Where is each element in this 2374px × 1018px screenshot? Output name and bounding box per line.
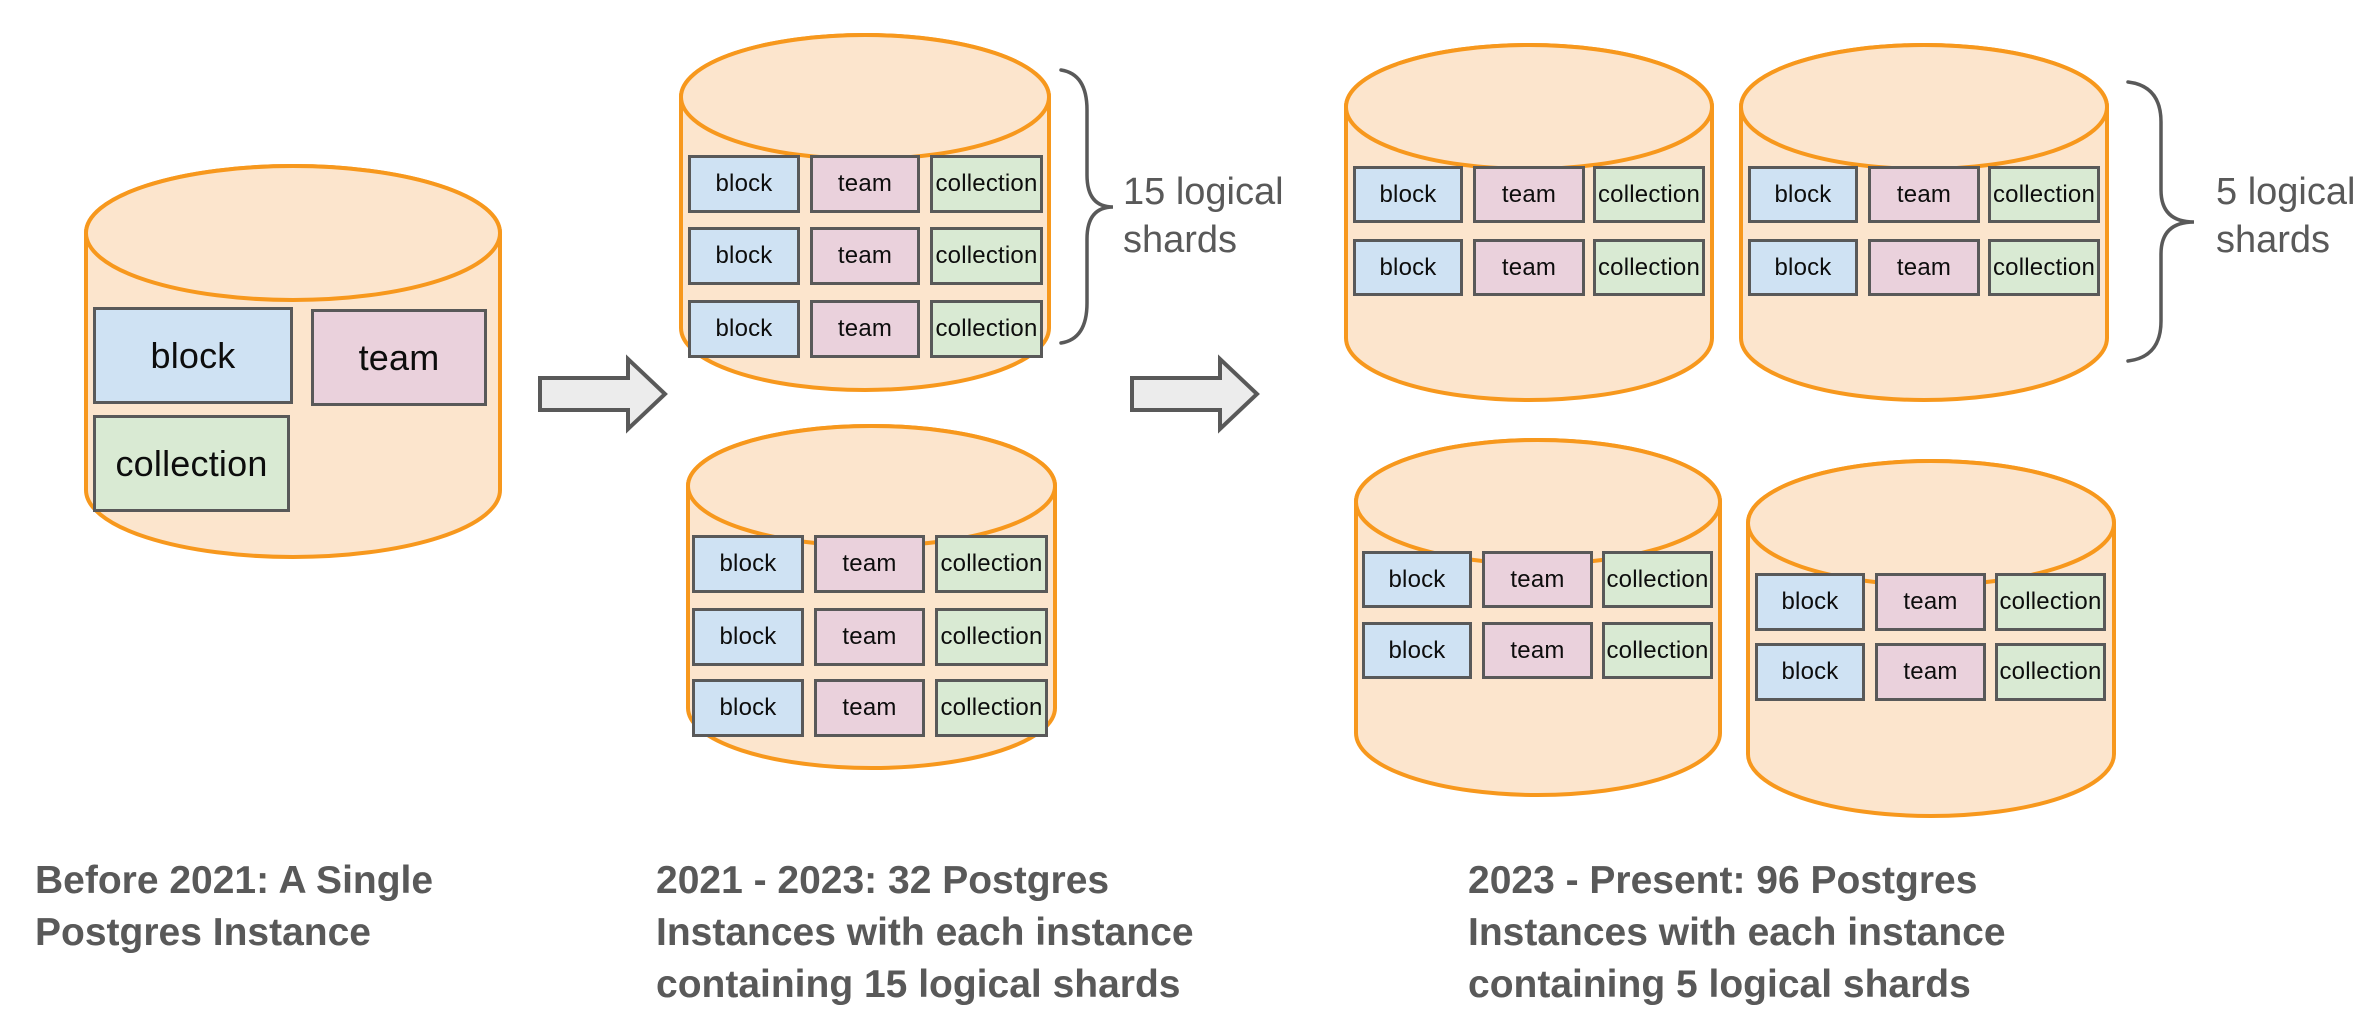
table-box-team: team [814, 535, 925, 593]
table-box-collection: collection [1602, 622, 1713, 679]
stage-caption-before-2021: Before 2021: A Single Postgres Instance [35, 859, 434, 954]
table-box-block: block [692, 535, 804, 593]
table-box-collection: collection [1988, 239, 2100, 296]
table-box-collection: collection [930, 227, 1043, 285]
table-box-collection: collection [93, 415, 290, 512]
table-box-collection: collection [1593, 239, 1705, 296]
curly-brace-5-shards [2126, 80, 2195, 363]
table-box-team: team [1875, 643, 1986, 701]
table-box-block: block [1748, 239, 1858, 296]
table-box-team: team [1473, 166, 1585, 223]
table-box-collection: collection [935, 608, 1048, 666]
table-box-block: block [1755, 643, 1865, 701]
table-box-team: team [311, 309, 487, 406]
table-box-team: team [1473, 239, 1585, 296]
table-box-collection: collection [1988, 166, 2100, 223]
logical-shards-label-5: 5 logical shards [2216, 171, 2356, 261]
table-box-collection: collection [935, 679, 1048, 737]
table-box-collection: collection [1593, 166, 1705, 223]
right-arrow-icon [1130, 354, 1260, 434]
right-arrow-icon [538, 354, 668, 434]
table-box-team: team [1868, 166, 1980, 223]
table-box-team: team [1868, 239, 1980, 296]
table-box-block: block [1353, 166, 1463, 223]
table-box-team: team [1875, 573, 1986, 631]
table-box-collection: collection [930, 300, 1043, 358]
table-box-team: team [814, 608, 925, 666]
table-box-block: block [1353, 239, 1463, 296]
table-box-collection: collection [930, 155, 1043, 213]
stage-caption-2021-2023: 2021 - 2023: 32 Postgres Instances with … [656, 859, 1194, 1006]
table-box-block: block [1755, 573, 1865, 631]
table-box-team: team [810, 227, 920, 285]
table-box-team: team [1482, 622, 1593, 679]
postgres-instance-cylinder [1746, 459, 2116, 818]
table-box-team: team [810, 300, 920, 358]
table-box-block: block [692, 679, 804, 737]
table-box-collection: collection [1995, 643, 2106, 701]
table-box-team: team [814, 679, 925, 737]
table-box-block: block [692, 608, 804, 666]
table-box-team: team [810, 155, 920, 213]
table-box-block: block [1362, 551, 1472, 608]
table-box-block: block [93, 307, 293, 404]
table-box-collection: collection [1995, 573, 2106, 631]
table-box-block: block [688, 155, 800, 213]
curly-brace-15-shards [1059, 68, 1114, 345]
postgres-instance-cylinder [1354, 438, 1722, 797]
table-box-collection: collection [1602, 551, 1713, 608]
table-box-block: block [1362, 622, 1472, 679]
table-box-team: team [1482, 551, 1593, 608]
table-box-collection: collection [935, 535, 1048, 593]
table-box-block: block [1748, 166, 1858, 223]
stage-caption-2023-present: 2023 - Present: 96 Postgres Instances wi… [1468, 859, 2006, 1006]
logical-shards-label-15: 15 logical shards [1123, 171, 1284, 261]
table-box-block: block [688, 227, 800, 285]
table-box-block: block [688, 300, 800, 358]
